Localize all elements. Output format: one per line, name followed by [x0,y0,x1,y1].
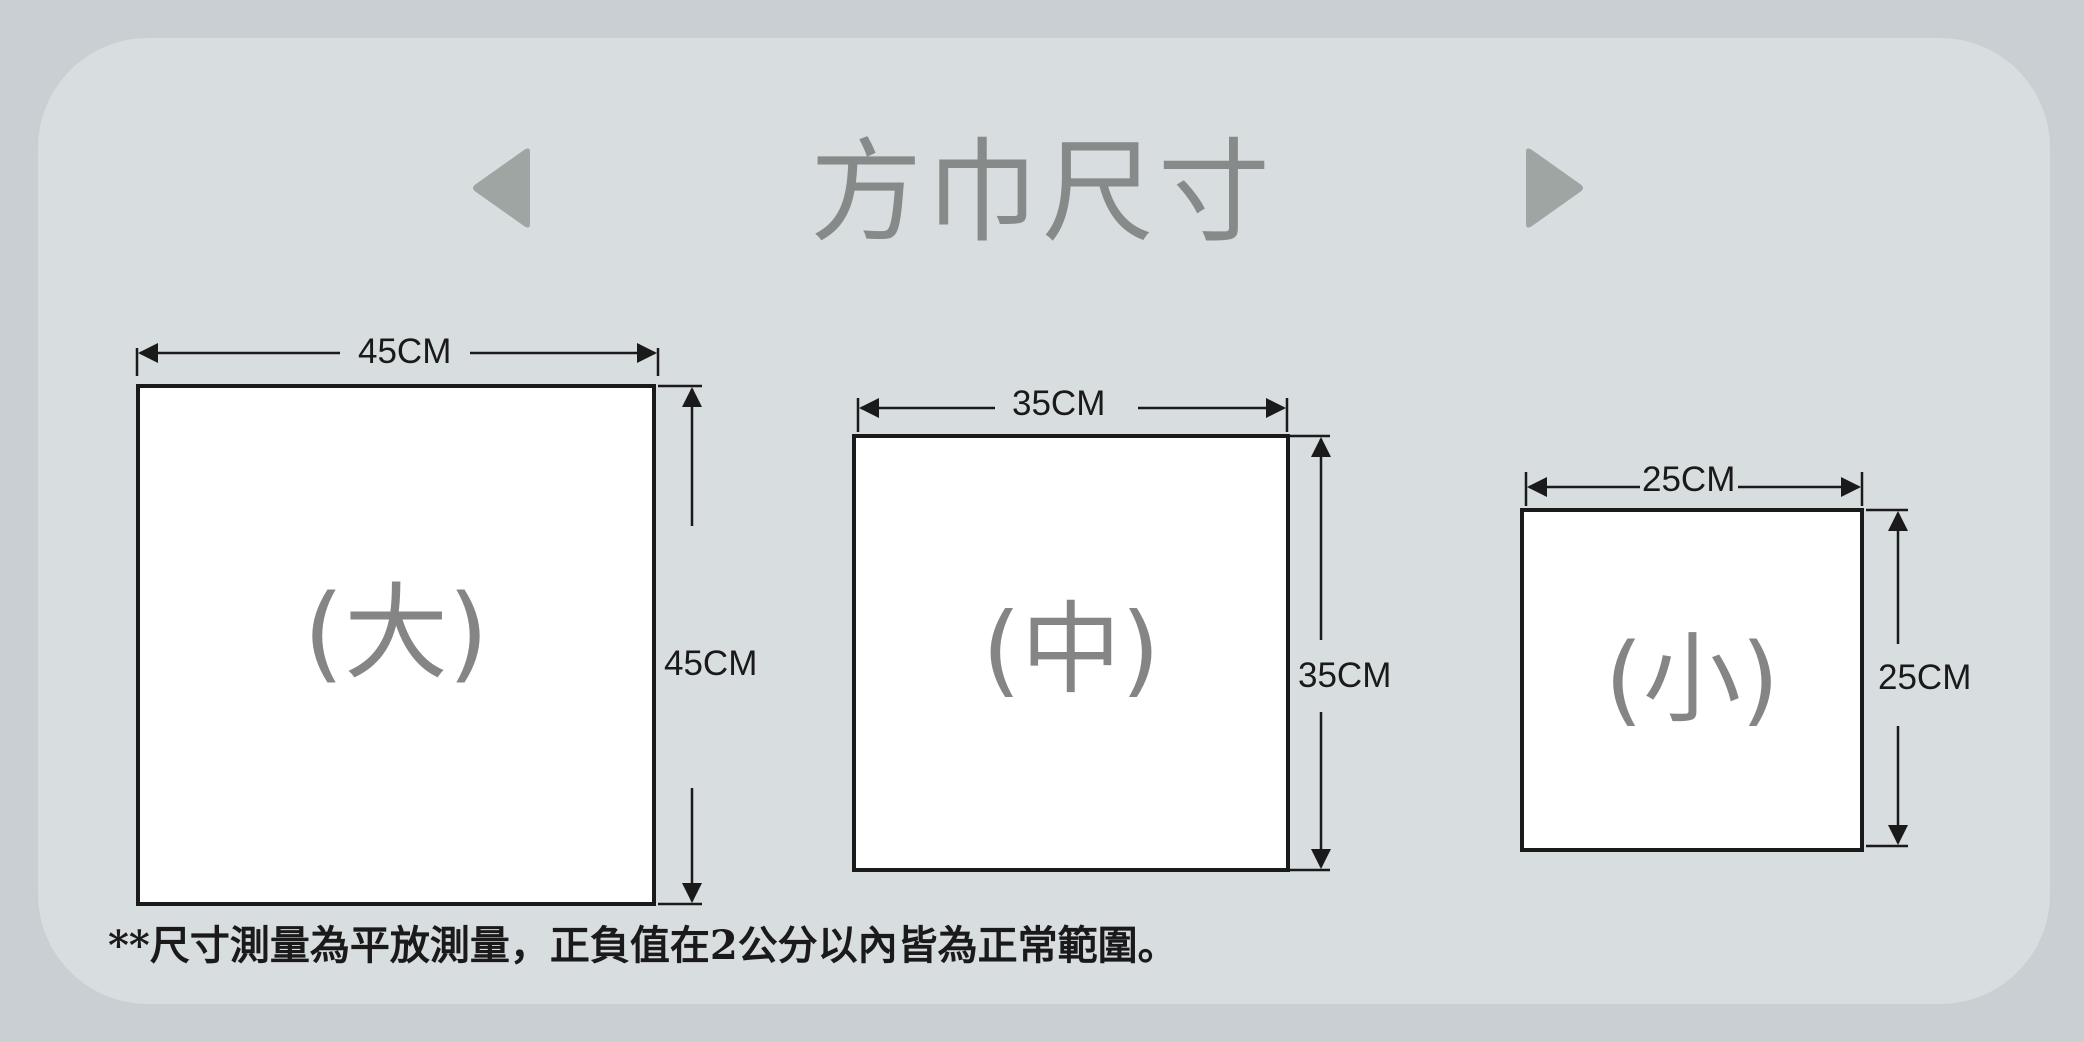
size-medium-width: 35CM [1012,384,1106,423]
size-small-label: (小) [1604,623,1780,737]
size-small-square: (小) [1520,508,1864,852]
size-large-width: 45CM [358,332,452,371]
next-arrow-icon[interactable] [1518,146,1590,230]
measurement-footnote: **尺寸測量為平放測量，正負值在2公分以內皆為正常範圍。 [108,922,1178,969]
size-small-width: 25CM [1642,460,1736,499]
size-medium-square: (中) [852,434,1290,872]
size-medium-label: (中) [981,591,1161,708]
size-small-height: 25CM [1878,658,1972,697]
size-large-height: 45CM [664,644,758,683]
size-large-square: (大) [136,384,656,906]
size-large-label: (大) [303,572,489,694]
page-title: 方巾尺寸 [810,128,1274,258]
size-medium-height: 35CM [1298,656,1392,695]
previous-arrow-icon[interactable] [466,146,538,230]
